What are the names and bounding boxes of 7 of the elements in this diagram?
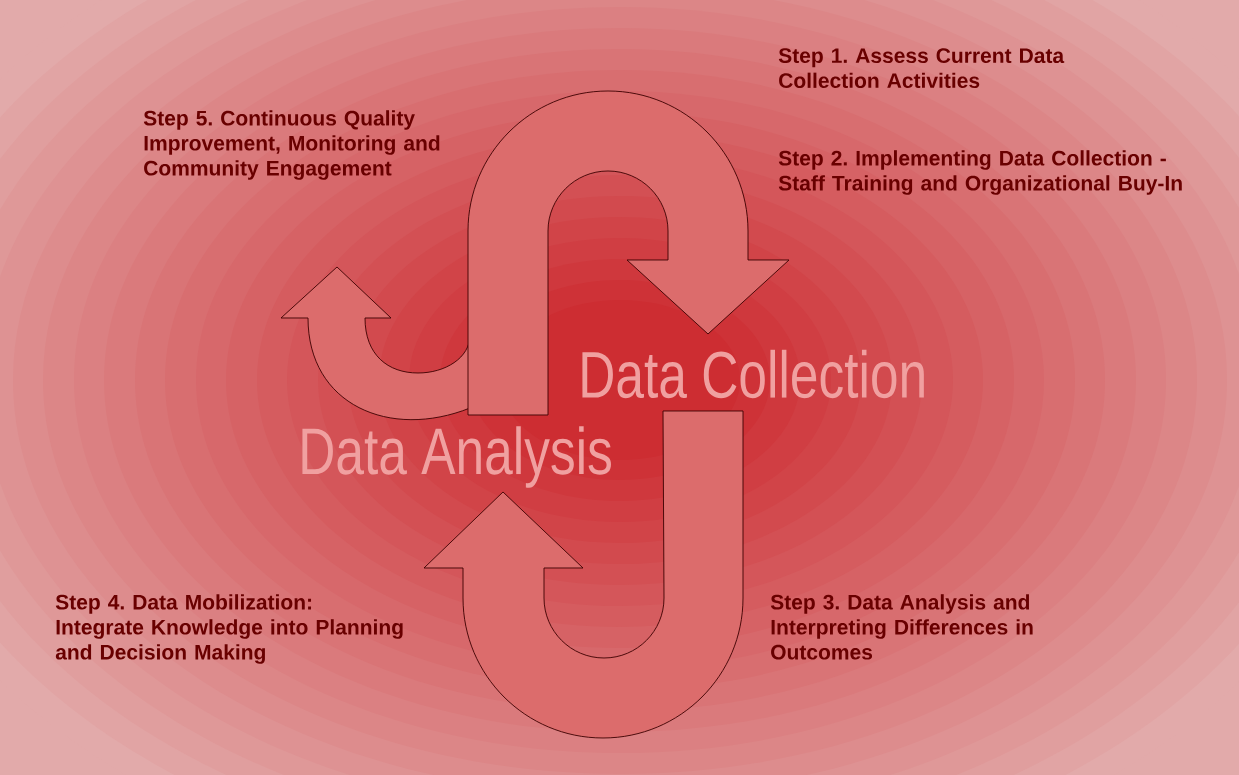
section-title: Data Collection [582, 349, 924, 399]
section-title: Data Analysis [302, 426, 611, 488]
step-label: Step 4. Data Mobilization: Integrate Knowledge into Planning and Decision Making [55, 594, 403, 664]
step-label: Step 1. Assess Current Data Collection Activities [778, 48, 1065, 89]
step-label: Step 3. Data Analysis and Interpreting Differences in Outcomes [770, 594, 1033, 660]
step-label: Step 2. Implementing Data Collection - Staff Training and Organizational Buy-In [778, 150, 1182, 195]
step-label: Step 5. Continuous Quality Improvement, Monitoring and Community Engagement [143, 110, 440, 180]
